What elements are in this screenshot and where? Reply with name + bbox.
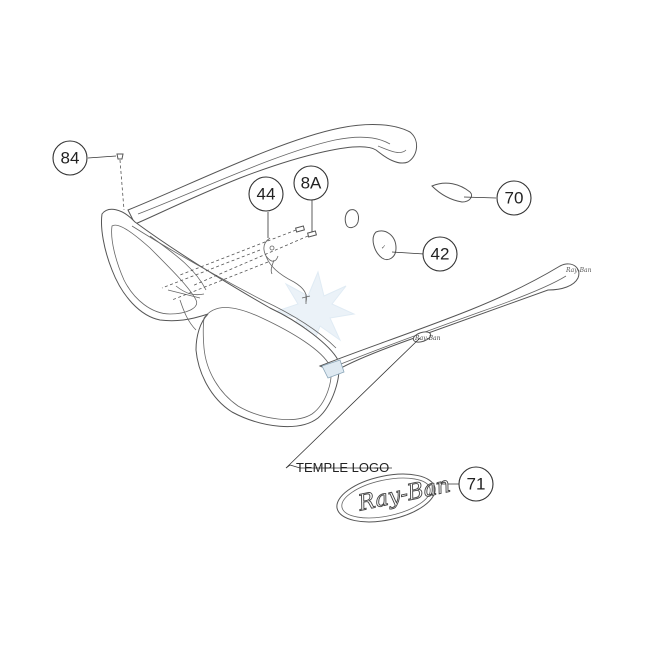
svg-text:✓: ✓ [381,245,386,251]
callout-70-label: 70 [505,189,524,208]
callout-44-label: 44 [257,185,276,204]
nose-pad-small [344,209,359,229]
temple-tip-70 [431,182,473,203]
back-temple-arm [127,124,417,225]
front-frame [101,208,340,428]
assembly-lines [161,229,309,301]
callout-8a: 8A [293,165,329,201]
callout-84-label: 84 [61,149,80,168]
temple-logo-label: TEMPLE LOGO [296,460,389,475]
screw-84 [116,153,125,211]
callout-70: 70 [496,180,532,216]
callout-71-label: 71 [467,475,486,494]
nose-pad-arm-44 [263,237,311,304]
nose-pad-42: ✓ [372,230,397,261]
callout-44: 44 [248,176,284,212]
temple-tip-logo: Ray-Ban [565,267,592,274]
callout-71: 71 [458,466,494,502]
leader-lines [87,155,497,485]
temple-logo-on-arm: Ray-Ban [412,331,441,343]
temple-logo-text: Ray-Ban [414,335,441,342]
temple-logo-badge: Ray-Ban [336,472,453,523]
callout-8a-label: 8A [301,174,322,193]
callout-42: 42 [422,236,458,272]
front-temple-arm [318,263,580,379]
callout-84: 84 [52,140,88,176]
callout-42-label: 42 [431,245,450,264]
screws-8a [295,225,317,238]
